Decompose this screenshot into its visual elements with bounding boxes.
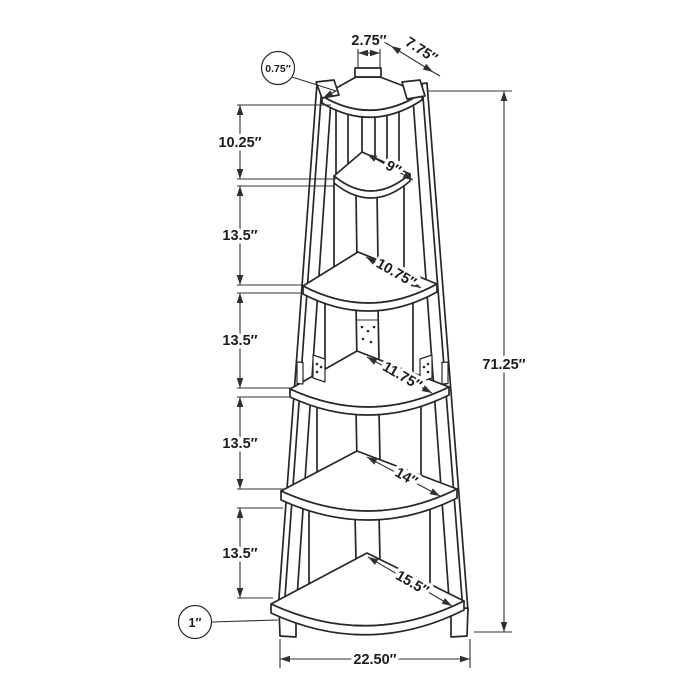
dim-label-gap-1: 10.25″ (218, 135, 261, 151)
callout-label-thickness: 0.75″ (265, 63, 290, 75)
dim-total-height (428, 90, 512, 633)
dim-shelf-diagonals (365, 153, 453, 607)
dim-label-total-height: 71.25″ (482, 357, 525, 373)
dim-label-gap-2: 13.5″ (222, 228, 257, 244)
dim-label-top-width: 2.75″ (351, 33, 386, 49)
dim-label-gap-5: 13.5″ (222, 546, 257, 562)
callout-shelf-thickness (260, 50, 338, 99)
dim-left-spacing-chain (236, 104, 336, 599)
callout-label-foot: 1″ (189, 616, 202, 630)
bookcase-structure (270, 67, 469, 638)
callout-foot-height (177, 604, 279, 640)
shelf-6 (270, 552, 465, 636)
mounting-brackets (296, 319, 449, 385)
dim-label-gap-3: 13.5″ (222, 333, 257, 349)
shelf-5 (280, 450, 458, 521)
dim-top-width (357, 49, 381, 67)
dim-label-base-width: 22.50″ (353, 652, 396, 668)
shelf-3 (302, 251, 438, 312)
dim-label-top-diagonal: 7.75″ (402, 34, 440, 67)
dim-top-diagonal (383, 41, 441, 77)
dim-label-gap-4: 13.5″ (222, 436, 257, 452)
dim-base-width (279, 639, 471, 668)
